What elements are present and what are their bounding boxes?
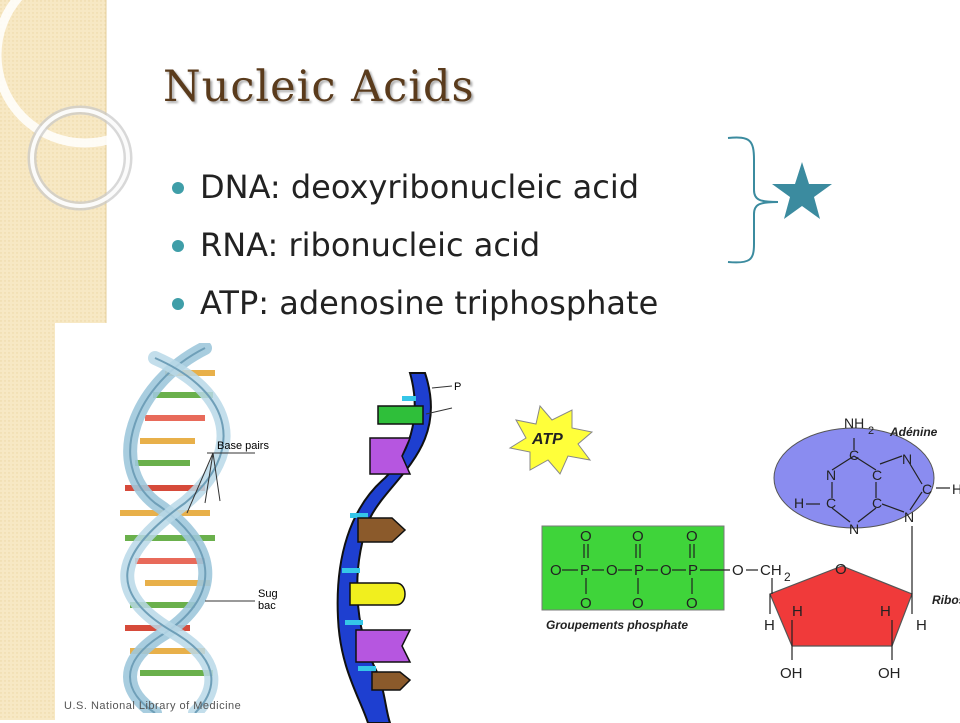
bracket-icon (727, 136, 779, 264)
svg-text:P: P (634, 562, 644, 579)
star-icon (772, 162, 832, 219)
phosphate-group-box (541, 525, 725, 611)
svg-text:N: N (826, 467, 836, 483)
bullet-item: DNA: deoxyribonucleic acid (172, 158, 658, 216)
svg-text:N: N (849, 521, 859, 537)
svg-text:CH: CH (760, 562, 782, 579)
svg-text:H: H (916, 617, 927, 634)
svg-text:O: O (606, 562, 618, 579)
svg-text:OH: OH (780, 665, 803, 682)
svg-text:NH: NH (844, 415, 864, 431)
svg-text:O: O (580, 595, 592, 612)
bullet-list: DNA: deoxyribonucleic acid RNA: ribonucl… (172, 158, 658, 332)
svg-text:H: H (794, 495, 804, 511)
svg-text:2: 2 (784, 570, 791, 584)
nucleotide-purple (369, 437, 412, 475)
bracket-star-group (727, 136, 832, 264)
svg-text:O: O (632, 595, 644, 612)
sugar-backbone-label-1: Sug (258, 588, 278, 600)
svg-text:O: O (550, 562, 562, 579)
svg-text:C: C (872, 467, 882, 483)
svg-text:N: N (904, 509, 914, 525)
svg-text:O: O (580, 528, 592, 545)
atp-badge-text: ATP (531, 431, 563, 448)
svg-text:N: N (902, 451, 912, 467)
svg-text:H: H (952, 481, 960, 497)
sugar-backbone-label-2: bac (258, 600, 276, 612)
ribose-ring (769, 565, 913, 647)
backbone-strand-a (123, 343, 213, 713)
svg-text:C: C (826, 495, 836, 511)
svg-text:O: O (686, 595, 698, 612)
dna-helix-illustration: Base pairs Sug bac (120, 343, 278, 713)
svg-text:C: C (922, 481, 932, 497)
bullet-dot-icon (172, 240, 184, 252)
svg-text:O: O (632, 528, 644, 545)
svg-text:H: H (764, 617, 775, 634)
rna-strand-illustration: P (336, 372, 461, 723)
phosphate-group-label: Groupements phosphate (546, 618, 688, 632)
slide-title: Nucleic Acids (163, 62, 475, 112)
ribose-label: Ribose (932, 593, 960, 607)
svg-text:O: O (732, 562, 744, 579)
nucleotide-green (377, 405, 424, 425)
nucleotide-yellow (349, 582, 406, 606)
nucleotide-brown (357, 517, 407, 543)
base-pairs-label: Base pairs (217, 440, 269, 452)
bullet-item: RNA: ribonucleic acid (172, 216, 658, 274)
bullet-item: ATP: adenosine triphosphate (172, 274, 658, 332)
svg-text:C: C (849, 447, 859, 463)
svg-text:2: 2 (868, 425, 874, 437)
svg-text:P: P (688, 562, 698, 579)
rna-label: P (454, 381, 461, 393)
svg-text:OH: OH (878, 665, 901, 682)
nucleotide-brown-2 (371, 671, 412, 691)
image-credit: U.S. National Library of Medicine (64, 700, 242, 712)
adenine-bonds (806, 438, 950, 523)
adenine-base-ellipse (773, 427, 935, 529)
svg-text:P: P (580, 562, 590, 579)
adenine-label: Adénine (889, 425, 938, 439)
callout-lines (186, 452, 255, 602)
atp-burst-icon (508, 404, 594, 475)
bullet-dot-icon (172, 182, 184, 194)
nucleotide-purple-2 (355, 629, 412, 663)
svg-text:O: O (835, 561, 847, 578)
svg-text:O: O (660, 562, 672, 579)
rna-backbone (336, 372, 432, 723)
svg-text:O: O (686, 528, 698, 545)
svg-text:C: C (872, 495, 882, 511)
bullet-dot-icon (172, 298, 184, 310)
decor-ring-large (0, 0, 178, 148)
svg-text:H: H (792, 603, 803, 620)
svg-text:H: H (880, 603, 891, 620)
